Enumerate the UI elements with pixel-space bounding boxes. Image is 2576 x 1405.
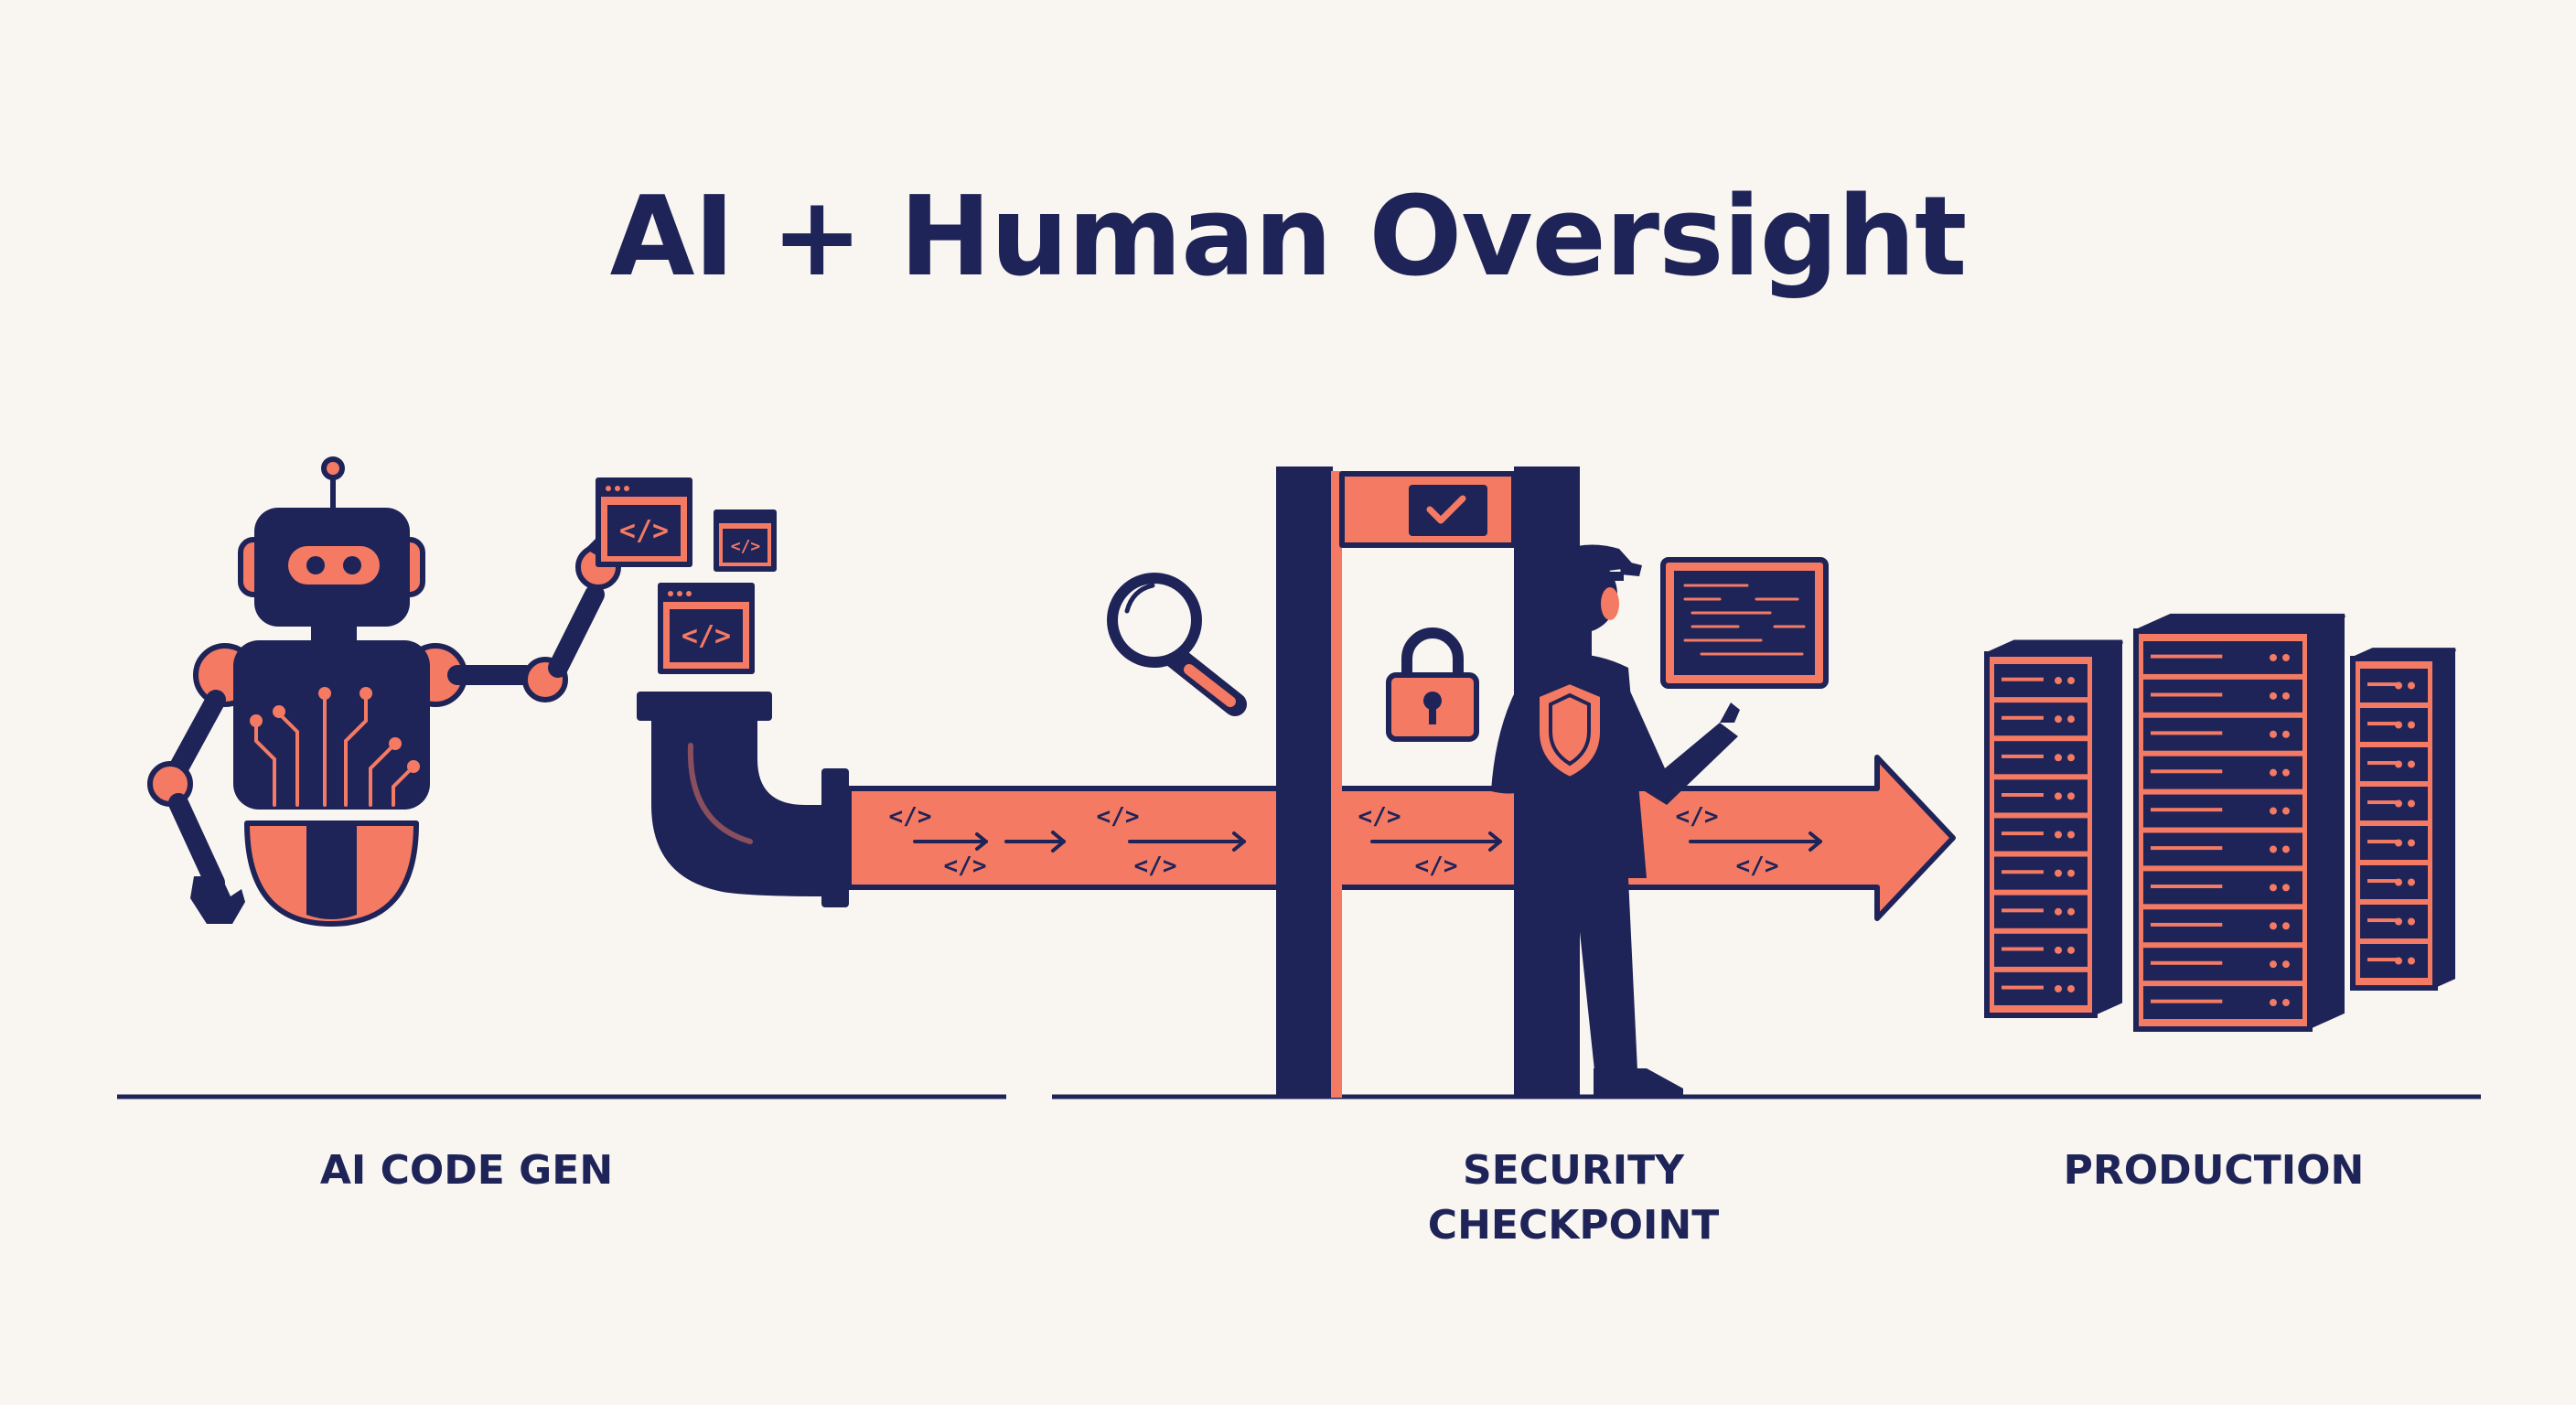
svg-text:</>: </>: [619, 515, 669, 547]
svg-text:</>: </>: [682, 620, 731, 652]
stage-label-line: PRODUCTION: [2063, 1147, 2365, 1194]
robot-icon: [147, 456, 622, 927]
code-window-icon: </>: [658, 583, 755, 674]
svg-text:</>: </>: [1358, 803, 1401, 831]
stage-label-production: PRODUCTION: [2022, 1143, 2406, 1198]
pipe-icon: [637, 692, 849, 907]
diagram-title: AI + Human Oversight: [609, 174, 1968, 301]
lock-icon: [1386, 627, 1479, 742]
arrow-icon: [846, 755, 1956, 921]
stage-label-security-checkpoint: SECURITY CHECKPOINT: [1381, 1143, 1766, 1253]
shield-icon: [1534, 679, 1605, 782]
server-rack-icon: [1984, 639, 2123, 1018]
stage-label-line: SECURITY: [1463, 1147, 1684, 1194]
svg-text:</>: </>: [944, 853, 987, 880]
server-rack-icon: [2133, 613, 2345, 1032]
stage-label-line: CHECKPOINT: [1427, 1202, 1720, 1249]
flow-code-markers: </> </> </> </> </> </> </> </>: [889, 803, 1822, 880]
svg-text:</>: </>: [1134, 853, 1177, 880]
code-screen-icon: [1660, 557, 1829, 689]
checkmark-icon: [1426, 495, 1466, 524]
code-window-icon: </>: [596, 477, 692, 567]
magnifier-icon: [1107, 573, 1247, 716]
security-guard-icon: [1491, 544, 1740, 1096]
svg-text:</>: </>: [1097, 803, 1140, 831]
server-rack-icon: [2350, 648, 2456, 991]
svg-text:</>: </>: [1415, 853, 1458, 880]
stage-label-line: AI CODE GEN: [319, 1147, 614, 1194]
svg-text:</>: </>: [1676, 803, 1719, 831]
svg-text:</>: </>: [889, 803, 932, 831]
svg-text:</>: </>: [1736, 853, 1779, 880]
svg-text:</>: </>: [731, 537, 761, 556]
code-window-icon: </>: [714, 509, 777, 572]
stage-label-ai-code-gen: AI CODE GEN: [274, 1143, 659, 1198]
